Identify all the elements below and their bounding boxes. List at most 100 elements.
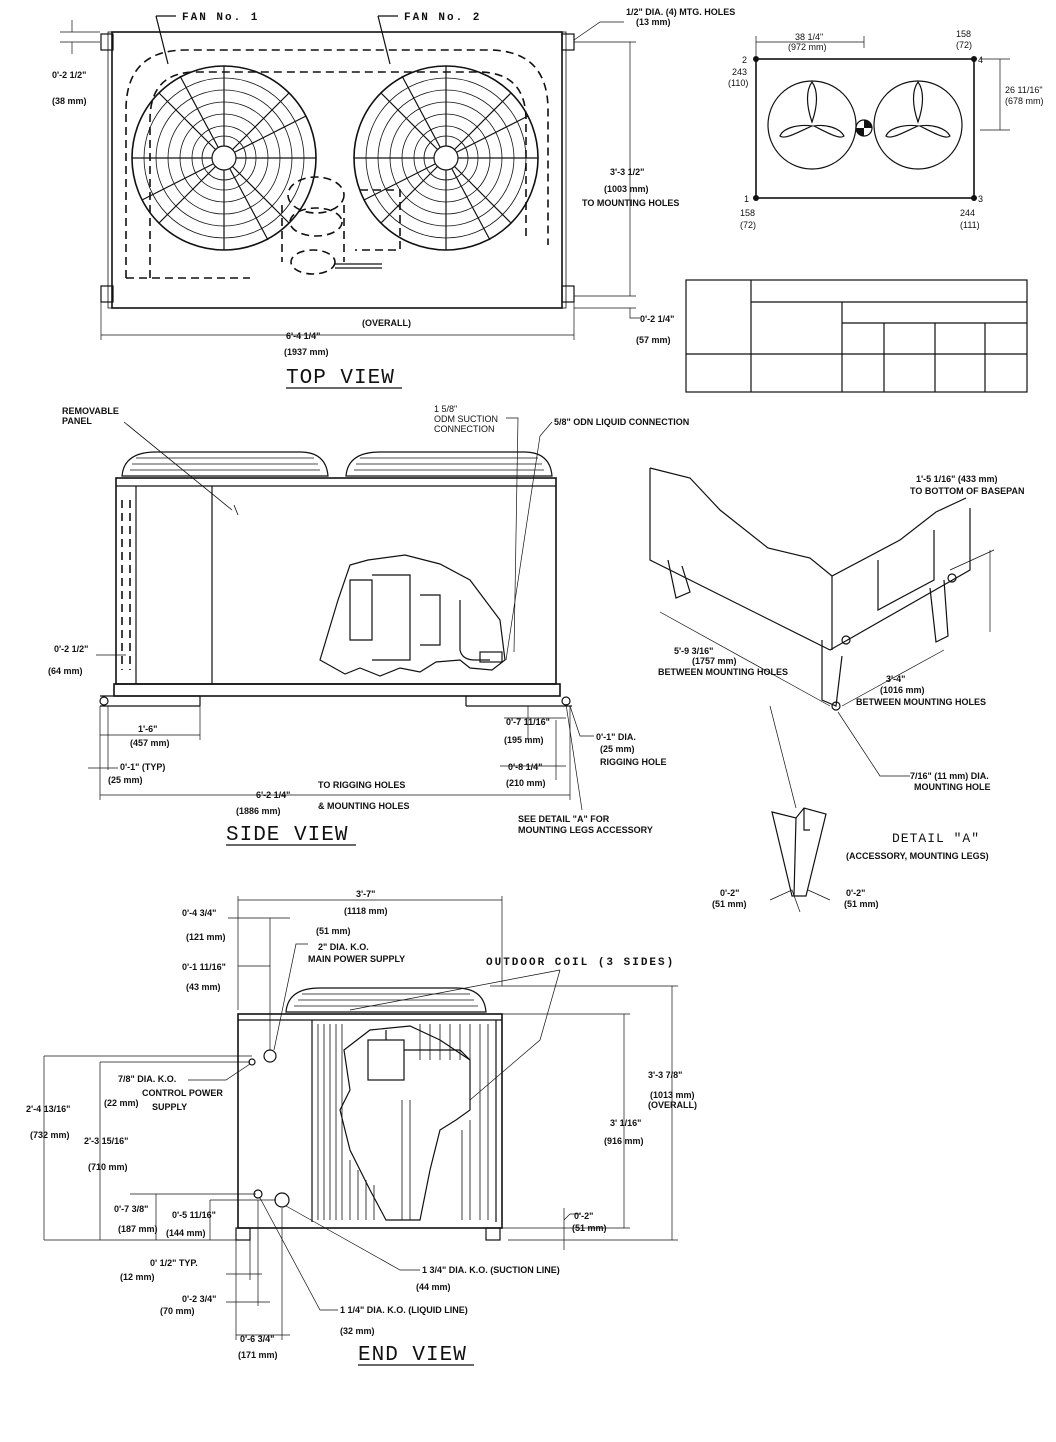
top-overall-dim: 6'-4 1/4"	[286, 331, 320, 341]
end-d144: 0'-5 11/16"	[172, 1210, 216, 1220]
side-left-dim: 0'-2 1/2"	[54, 644, 88, 654]
top-overall-mm: (1937 mm)	[284, 347, 329, 357]
fan-1-label: FAN No. 1	[182, 12, 259, 24]
end-d710: 2'-3 15/16"	[84, 1136, 128, 1146]
detail-long-note: BETWEEN MOUNTING HOLES	[658, 667, 788, 677]
end-d12-mm: (12 mm)	[120, 1272, 155, 1282]
coil-label: OUTDOOR COIL (3 SIDES)	[486, 957, 675, 969]
side-rig-dim: 1'-6"	[138, 724, 157, 734]
corner-2-kg: (110)	[728, 78, 748, 88]
end-view-title: END VIEW	[358, 1344, 467, 1367]
end-coil-h: 3' 1/16"	[610, 1118, 641, 1128]
ko-ctrl-label-3: SUPPLY	[152, 1102, 187, 1112]
end-d144-mm: (144 mm)	[166, 1228, 206, 1238]
corner-width-dim: 38 1/4"	[795, 32, 823, 42]
corner-2-lb: 243	[732, 67, 747, 77]
end-coil-h-mm: (916 mm)	[604, 1136, 644, 1146]
ko-ctrl-mm: (22 mm)	[104, 1098, 139, 1108]
side-overall-note: TO RIGGING HOLES	[318, 780, 405, 790]
detail-leg-left: 0'-2"	[720, 888, 739, 898]
detail-short-dim: 3'-4"	[886, 674, 905, 684]
side-d195-mm: (195 mm)	[504, 735, 544, 745]
top-view-title: TOP VIEW	[286, 367, 395, 390]
side-d210: 0'-8 1/4"	[508, 762, 542, 772]
corner-4-kg: (72)	[956, 40, 972, 50]
corner-4-lb: 158	[956, 29, 971, 39]
corner-weights-diagram: 38 1/4" (972 mm) 26 11/16" (678 mm) 2 24…	[728, 29, 1044, 230]
top-height-mm: (1003 mm)	[604, 184, 649, 194]
end-d43: 0'-1 11/16"	[182, 962, 226, 972]
top-view: FAN No. 1 FAN No. 2 1/2" DIA. (4) MTG. H…	[52, 7, 735, 390]
detail-hole-note: MOUNTING HOLE	[914, 782, 991, 792]
top-height-note: TO MOUNTING HOLES	[582, 198, 679, 208]
removable-panel-label: REMOVABLE	[62, 406, 119, 416]
detail-long-mm: (1757 mm)	[692, 656, 737, 666]
detail-short-mm: (1016 mm)	[880, 685, 925, 695]
top-height-dim: 3'-3 1/2"	[610, 167, 644, 177]
empty-table	[685, 279, 1028, 393]
corner-1-num: 1	[744, 194, 749, 204]
liquid-conn-label: 5/8" ODN LIQUID CONNECTION	[554, 417, 689, 427]
side-d195: 0'-7 11/16"	[506, 717, 550, 727]
end-view: OUTDOOR COIL (3 SIDES) 3'-7" (1118 mm) 0…	[26, 889, 697, 1367]
corner-1-lb: 158	[740, 208, 755, 218]
detail-leg-right: 0'-2"	[846, 888, 865, 898]
end-width-dim: 3'-7"	[356, 889, 375, 899]
side-view-title: SIDE VIEW	[226, 824, 348, 847]
corner-depth-dim: 26 11/16"	[1005, 85, 1043, 95]
detail-leg-right-mm: (51 mm)	[844, 899, 879, 909]
side-overall-note-2: & MOUNTING HOLES	[318, 801, 410, 811]
top-bottom-right-dim: 0'-2 1/4"	[640, 314, 674, 324]
end-d51b: 0'-2"	[574, 1211, 593, 1221]
liquid-ko-mm: (32 mm)	[340, 1326, 375, 1336]
side-rig-dim-mm: (457 mm)	[130, 738, 170, 748]
corner-1-kg: (72)	[740, 220, 756, 230]
corner-depth-mm: (678 mm)	[1005, 96, 1044, 106]
corner-3-lb: 244	[960, 208, 975, 218]
end-d51: (51 mm)	[316, 926, 351, 936]
end-d187-mm: (187 mm)	[118, 1224, 158, 1234]
detail-leg-left-mm: (51 mm)	[712, 899, 747, 909]
side-left-dim-mm: (64 mm)	[48, 666, 83, 676]
corner-width-mm: (972 mm)	[788, 42, 827, 52]
ko-main-label-2: MAIN POWER SUPPLY	[308, 954, 405, 964]
liquid-ko-label: 1 1/4" DIA. K.O. (LIQUID LINE)	[340, 1305, 468, 1315]
mtg-holes-mm: (13 mm)	[636, 17, 671, 27]
corner-3-kg: (111)	[960, 220, 980, 230]
coil-hatch	[317, 1024, 489, 1220]
end-d70-mm: (70 mm)	[160, 1306, 195, 1316]
ko-ctrl-label-2: CONTROL POWER	[142, 1088, 223, 1098]
top-view-cabinet	[111, 31, 563, 309]
end-d121: 0'-4 3/4"	[182, 908, 216, 918]
side-typ-dim: 0'-1" (TYP)	[120, 762, 165, 772]
end-overall-h-mm: (1013 mm)	[650, 1090, 695, 1100]
top-bottom-right-mm: (57 mm)	[636, 335, 671, 345]
suction-ko-mm: (44 mm)	[416, 1282, 451, 1292]
detail-ref-label-2: MOUNTING LEGS ACCESSORY	[518, 825, 653, 835]
end-d51b-mm: (51 mm)	[572, 1223, 607, 1233]
corner-4-num: 4	[978, 55, 983, 65]
side-overall-mm: (1886 mm)	[236, 806, 281, 816]
end-d12: 0' 1/2" TYP.	[150, 1258, 198, 1268]
end-d732-mm: (732 mm)	[30, 1130, 70, 1140]
end-d171: 0'-6 3/4"	[240, 1334, 274, 1344]
end-d171-mm: (171 mm)	[238, 1350, 278, 1360]
rig-hole-note: RIGGING HOLE	[600, 757, 667, 767]
detail-long-dim: 5'-9 3/16"	[674, 646, 713, 656]
ko-ctrl-label: 7/8" DIA. K.O.	[118, 1074, 176, 1084]
end-overall-h: 3'-3 7/8"	[648, 1070, 682, 1080]
side-view: REMOVABLE PANEL 1 5/8" ODM SUCTION CONNE…	[48, 404, 689, 847]
end-d121-mm: (121 mm)	[186, 932, 226, 942]
fan-2-grille	[353, 65, 539, 251]
end-d43-mm: (43 mm)	[186, 982, 221, 992]
end-width-mm: (1118 mm)	[344, 906, 388, 916]
detail-subtitle: (ACCESSORY, MOUNTING LEGS)	[846, 851, 989, 861]
side-view-cabinet	[115, 477, 557, 685]
end-d187: 0'-7 3/8"	[114, 1204, 148, 1214]
rig-hole-label: 0'-1" DIA.	[596, 732, 636, 742]
fan-1-grille	[131, 65, 317, 251]
detail-hole-label: 7/16" (11 mm) DIA.	[910, 771, 989, 781]
side-overall-dim: 6'-2 1/4"	[256, 790, 290, 800]
removable-panel-label-2: PANEL	[62, 416, 92, 426]
detail-short-note: BETWEEN MOUNTING HOLES	[856, 697, 986, 707]
